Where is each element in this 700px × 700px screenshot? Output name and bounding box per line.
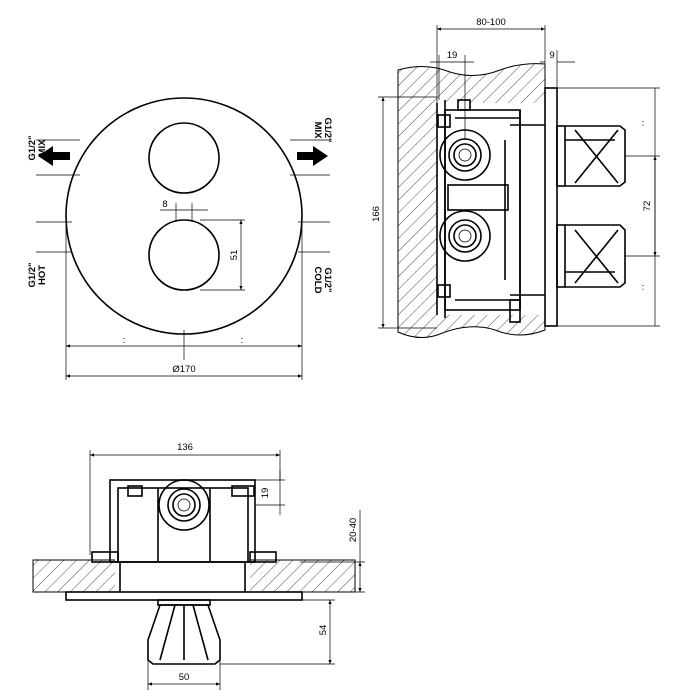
dim-knob-width: 50 [179, 672, 190, 683]
label-mix-right-name: MIX [312, 122, 323, 140]
label-cold-name: COLD [312, 267, 323, 294]
mixer-box-side [436, 99, 545, 323]
dim-knob-projection: 54 [318, 625, 329, 636]
label-mix-right-size: G1/2" [322, 117, 333, 142]
dim-plate: 9 [549, 50, 554, 61]
label-hot-size: G1/2" [27, 262, 38, 287]
cover-plate-side [544, 87, 558, 327]
dim-width: 136 [177, 442, 193, 453]
upper-knob [148, 122, 220, 194]
dim-port-side: 19 [447, 50, 458, 61]
dim-diameter: Ø170 [172, 364, 195, 375]
top-port [158, 479, 210, 531]
mix-right-arrow-icon [297, 146, 328, 166]
label-mix-left-name: MIX [37, 139, 48, 157]
label-mix-left-size: G1/2" [27, 135, 38, 160]
svg-text::: : [123, 335, 126, 346]
dim-knob-spacing: 72 [642, 201, 653, 212]
knob-top [147, 604, 221, 665]
dim-spacing: 8 [162, 199, 167, 210]
top-view: 136 19 20-40 54 50 [32, 442, 365, 690]
svg-text::: : [241, 335, 244, 346]
cover-plate-top [65, 591, 303, 601]
dim-knob-height: 51 [229, 250, 240, 261]
label-hot-name: HOT [37, 265, 48, 285]
dim-depth: 80-100 [476, 17, 506, 28]
dim-depth-top: 20-40 [348, 518, 359, 542]
upper-knob-side [556, 125, 626, 187]
cover-plate [65, 97, 303, 335]
svg-text::: : [642, 118, 645, 129]
dim-port-top: 19 [260, 488, 271, 499]
lower-port [439, 210, 491, 262]
mix-left-arrow-icon [38, 146, 70, 166]
side-view: 80-100 9 19 166 : : 72 [371, 17, 660, 338]
front-view: G1/2" MIX G1/2" MIX G1/2" HOT G1/2" COLD… [27, 97, 333, 380]
svg-text::: : [642, 282, 645, 293]
lower-knob [148, 219, 220, 291]
lower-knob-side [556, 224, 626, 288]
label-cold-size: G1/2" [322, 267, 333, 292]
dim-height: 166 [371, 206, 382, 222]
